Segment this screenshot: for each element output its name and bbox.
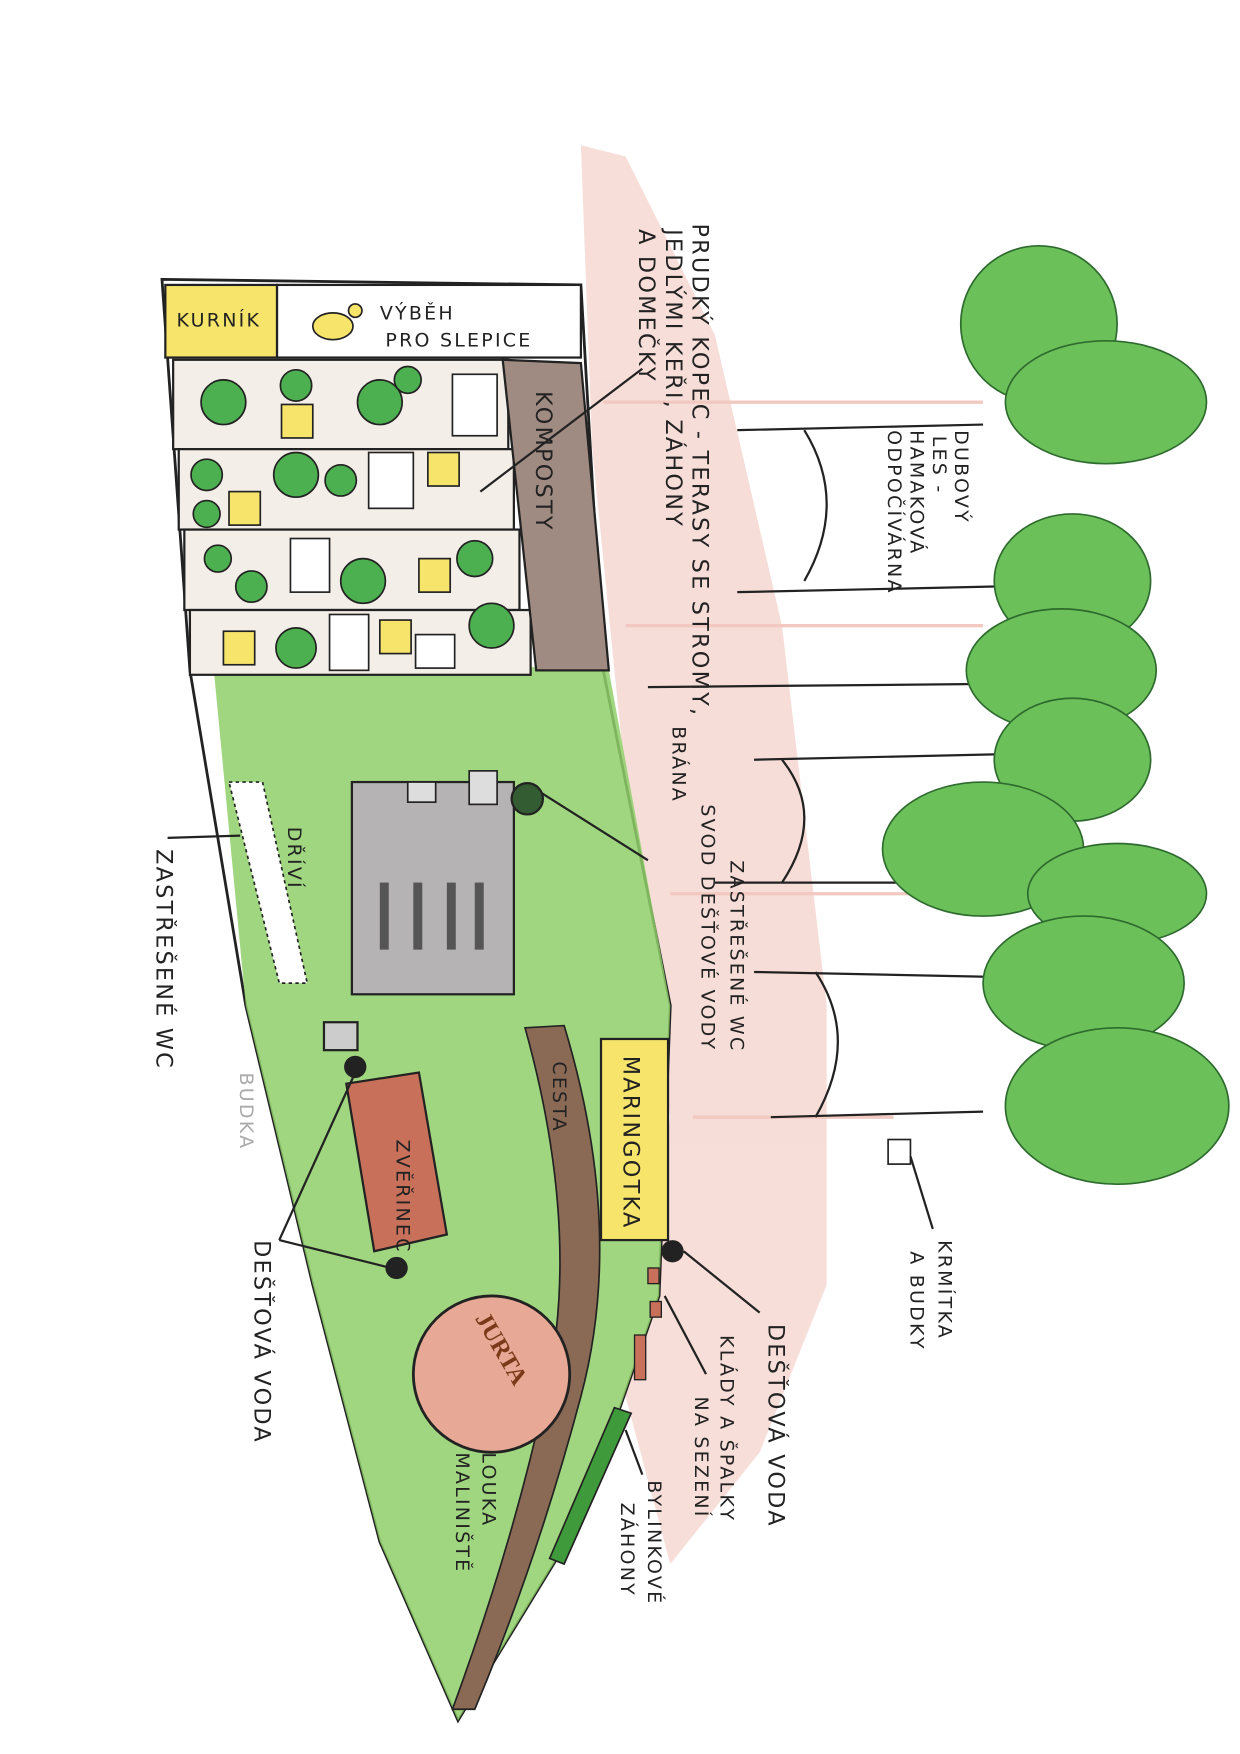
herb-beds: [548, 1406, 633, 1566]
path: [451, 1024, 601, 1711]
chicken-run-label-2: PRO SLEPICE: [385, 329, 532, 351]
firewood-pile: [227, 781, 309, 984]
rainwater-left-label: DEŠŤOVÁ VODA: [249, 1240, 277, 1444]
animal-enclosure: [345, 1071, 449, 1253]
rainwater-right-label: DEŠŤOVÁ VODA: [763, 1324, 791, 1528]
meadow-label: LOUKA: [478, 1452, 500, 1527]
covered-wc-right-label: ZASTŘEŠENÉ WC: [726, 860, 750, 1052]
logs-label-line2: NA SEZENÍ: [690, 1396, 713, 1518]
shed-label: BUDKA: [235, 1072, 257, 1150]
bird-feeder-label-line2: A BUDKY: [905, 1251, 927, 1351]
compost-area: [501, 358, 611, 672]
hill-label-line3: A DOMEČKY: [633, 229, 661, 383]
forest-label-line3: HAMAKOVÁ: [905, 430, 928, 555]
hill-label-line2: JEDLÝMI KEŘI, ZÁHONY: [660, 227, 688, 528]
building-area: [350, 780, 515, 996]
bird-feeder-icon: [887, 1138, 912, 1165]
terraces: [172, 358, 532, 676]
logs-seating: [633, 1267, 663, 1381]
wood-logs: [379, 882, 484, 950]
bird-feeder-label-line1: KRMÍTKA: [933, 1240, 956, 1340]
hill-label-line1: PRUDKÝ KOPEC - TERASY SE STROMY,: [687, 223, 715, 717]
caravan-label: MARINGOTKA: [617, 1056, 643, 1230]
path-label: CESTA: [548, 1061, 570, 1133]
rainwater-drain-label: SVOD DEŠŤOVÉ VODY: [697, 804, 721, 1051]
wc-box: [322, 1021, 359, 1052]
chicken-run-label: VÝBĚH: [380, 302, 455, 325]
compost-label: KOMPOSTY: [530, 391, 556, 532]
forest-label-line2: LES -: [928, 436, 950, 495]
rain-barrel-icon: [510, 782, 545, 816]
rain-barrel-icon: [344, 1055, 367, 1079]
raspberry-patch-label: MALINIŠTĚ: [451, 1452, 475, 1573]
firewood-label: DŘÍVÍ: [283, 827, 306, 890]
forest-label-line4: ODPOČÍVÁRNA: [883, 430, 907, 595]
chicken-icon: [311, 303, 363, 341]
herb-beds-label-line1: BYLINKOVÉ: [643, 1480, 666, 1605]
animal-enclosure-label: ZVĚŘINEC: [392, 1140, 415, 1254]
rain-barrel-icon: [385, 1256, 408, 1280]
herb-beds-label-line2: ZÁHONY: [616, 1503, 639, 1597]
covered-wc-left-label: ZASTŘEŠENÉ WC: [150, 849, 178, 1070]
caravan: [599, 1037, 670, 1242]
steep-hill-area: [580, 145, 984, 1565]
gate-label: BRÁNA: [668, 726, 691, 803]
chicken-run: [275, 283, 583, 359]
oak-forest: [647, 244, 1230, 1186]
chicken-coop: [164, 283, 279, 359]
chicken-coop-label: KURNÍK: [177, 308, 262, 331]
rain-barrel-icon: [661, 1240, 684, 1263]
forest-label-line1: DUBOVÝ: [950, 430, 973, 524]
logs-label-line1: KLÁDY A ŠPALKY: [716, 1335, 740, 1522]
yurt: [411, 1294, 572, 1454]
